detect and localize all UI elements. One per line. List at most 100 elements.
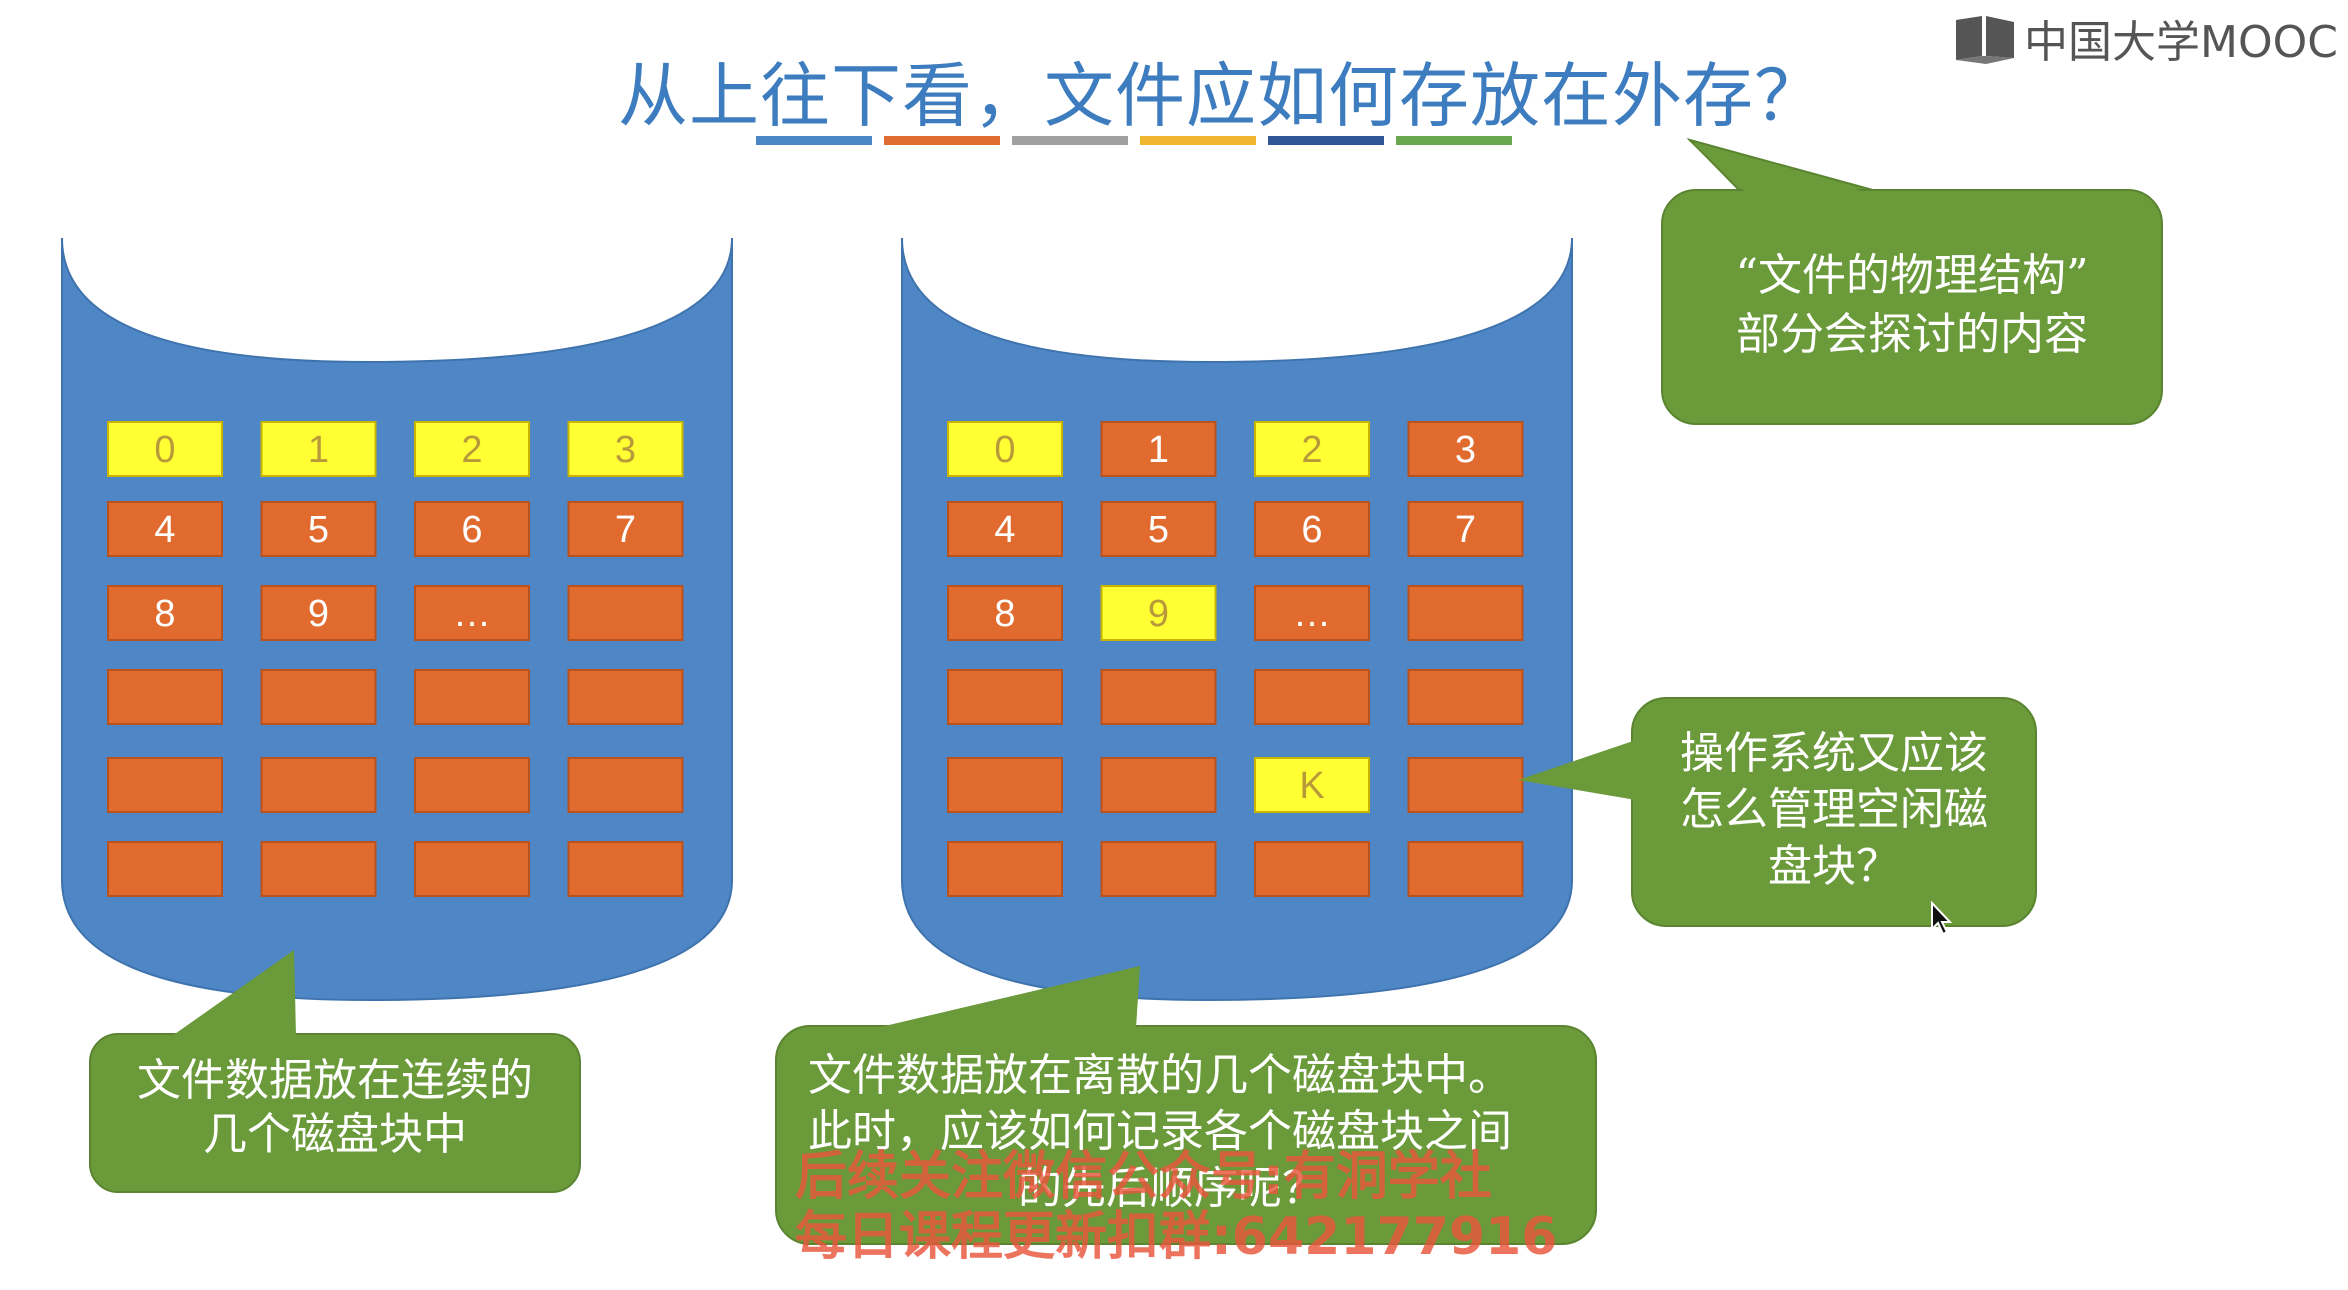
disk-block-scattered-5-0 [947, 841, 1063, 897]
disk-block-label: 5 [308, 509, 329, 551]
underline-segment [756, 136, 872, 145]
disk-block-label: 2 [1301, 429, 1322, 471]
disk-block-label: 0 [154, 429, 175, 471]
disk-block-scattered-5-2 [1254, 841, 1370, 897]
disk-block-scattered-0-2 [1254, 421, 1370, 477]
disk-block-contiguous-4-1 [260, 757, 377, 813]
callout-scattered-tail [876, 966, 1140, 1028]
callout-line: 盘块？ [1768, 840, 1900, 892]
disk-block-contiguous-2-3 [567, 585, 684, 641]
callout-line: 怎么管理空闲磁 [1680, 784, 1988, 836]
disk-cylinder-left [61, 237, 733, 1002]
disk-block-scattered-4-3 [1407, 757, 1524, 813]
callout-line: 的先后顺序呢？ [1018, 1162, 1326, 1214]
callout-line: 部分会探讨的内容 [1736, 309, 2088, 361]
disk-block-scattered-0-1 [1100, 421, 1217, 477]
disk-block-label: 0 [994, 429, 1015, 471]
disk-block-contiguous-3-0 [107, 669, 223, 725]
disk-block-contiguous-0-2 [414, 421, 530, 477]
disk-block-label: 5 [1148, 509, 1169, 551]
disk-block-label: … [1293, 593, 1331, 635]
disk-block-label: 4 [154, 509, 175, 551]
disk-block-label: 3 [1455, 429, 1476, 471]
disk-block-contiguous-5-3 [567, 841, 684, 897]
disk-block-scattered-2-3 [1407, 585, 1524, 641]
disk-block-label: 1 [308, 429, 329, 471]
callout-physical-structure-tail-fill [1693, 143, 1872, 194]
mooc-logo: 中国大学MOOC [1952, 6, 2338, 70]
underline-segment [884, 136, 1000, 145]
disk-block-contiguous-1-0 [107, 501, 223, 557]
disk-block-scattered-1-3 [1407, 501, 1524, 557]
logo-text: 中国大学MOOC [2024, 17, 2338, 68]
watermark-line: 后续关注微信公众号:有洞学社 [795, 1147, 1492, 1207]
disk-block-label: 4 [994, 509, 1015, 551]
mooc-book-icon [1956, 16, 2015, 64]
disk-block-contiguous-3-1 [260, 669, 377, 725]
disk-block-label: 9 [1148, 593, 1169, 635]
disk-block-contiguous-3-2 [414, 669, 530, 725]
disk-block-scattered-3-0 [947, 669, 1063, 725]
disk-block-contiguous-2-2 [414, 585, 530, 641]
disk-block-scattered-3-2 [1254, 669, 1370, 725]
disk-block-label: 1 [1148, 429, 1169, 471]
callout-line: 文件数据放在连续的 [137, 1055, 533, 1106]
callout-contiguous-tail [172, 950, 296, 1036]
disk-block-scattered-2-2 [1254, 585, 1370, 641]
callout-line: 几个磁盘块中 [203, 1108, 467, 1160]
disk-block-contiguous-4-0 [107, 757, 223, 813]
disk-block-scattered-1-2 [1254, 501, 1370, 557]
disk-block-label: K [1299, 765, 1324, 807]
callout-scattered-text: 文件数据放在离散的几个磁盘块中。 此时，应该如何记录各个磁盘块之间 的先后顺序呢… [786, 1048, 1586, 1217]
disk-block-scattered-2-0 [947, 585, 1063, 641]
disk-block-contiguous-1-2 [414, 501, 530, 557]
mouse-cursor-icon [1931, 901, 1953, 936]
title-underline [756, 136, 1512, 145]
underline-segment [1012, 136, 1128, 145]
callout-line: “文件的物理结构” [1735, 250, 2089, 301]
disk-block-scattered-1-0 [947, 501, 1063, 557]
disk-block-label: 2 [461, 429, 482, 471]
disk-block-label: 9 [308, 593, 329, 635]
disk-block-contiguous-1-1 [260, 501, 377, 557]
disk-block-scattered-4-1 [1100, 757, 1217, 813]
disk-block-scattered-4-0 [947, 757, 1063, 813]
watermark: 后续关注微信公众号:有洞学社 每日课程更新扣群:642177916 [795, 1147, 1558, 1268]
disk-block-contiguous-4-3 [567, 757, 684, 813]
disk-block-scattered-5-1 [1100, 841, 1217, 897]
disk-block-contiguous-0-1 [260, 421, 377, 477]
disk-block-contiguous-2-1 [260, 585, 377, 641]
disk-block-scattered-4-2 [1254, 757, 1370, 813]
disk-cylinder-right [901, 237, 1573, 1002]
watermark-line: 每日课程更新扣群:642177916 [795, 1206, 1558, 1267]
disk-block-contiguous-2-0 [107, 585, 223, 641]
disk-block-scattered-1-1 [1100, 501, 1217, 557]
callout-free-space-box [1631, 697, 2037, 927]
underline-segment [1268, 136, 1384, 145]
disk-block-contiguous-0-0 [107, 421, 223, 477]
disk-block-contiguous-5-2 [414, 841, 530, 897]
slide-title: 从上往下看，文件应如何存放在外存？ [618, 55, 1825, 137]
callout-contiguous-text: 文件数据放在连续的 几个磁盘块中 [90, 1054, 580, 1161]
disk-block-contiguous-1-3 [567, 501, 684, 557]
callout-free-space-text: 操作系统又应该 怎么管理空闲磁 盘块？ [1632, 726, 2036, 895]
disk-block-label: 7 [1455, 509, 1476, 551]
disk-block-scattered-0-0 [947, 421, 1063, 477]
disk-block-scattered-3-3 [1407, 669, 1524, 725]
callout-free-space-tail [1518, 740, 1636, 800]
disk-block-contiguous-0-3 [567, 421, 684, 477]
underline-segment [1140, 136, 1256, 145]
disk-block-contiguous-5-1 [260, 841, 377, 897]
disk-block-label: … [453, 593, 491, 635]
disk-block-label: 6 [1301, 509, 1322, 551]
callout-physical-structure-text: “文件的物理结构” 部分会探讨的内容 [1662, 246, 2162, 365]
callout-scattered-box [775, 1025, 1597, 1245]
callout-physical-structure-box [1661, 189, 2163, 425]
disk-block-label: 7 [615, 509, 636, 551]
callout-line: 文件数据放在离散的几个磁盘块中。 [808, 1050, 1512, 1101]
disk-block-contiguous-5-0 [107, 841, 223, 897]
disk-block-contiguous-4-2 [414, 757, 530, 813]
